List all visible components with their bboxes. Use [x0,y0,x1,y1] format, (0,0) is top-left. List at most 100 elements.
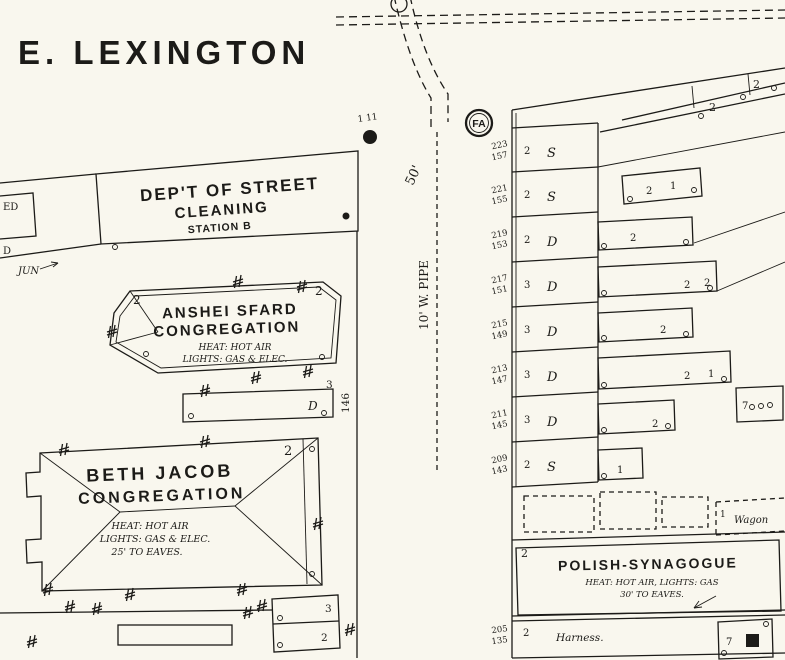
fire-alarm-box-symbol: FA [464,108,494,138]
row-number-new: 155 [491,194,509,207]
row-use: D [546,235,558,250]
row-number-old: 223 [491,139,509,152]
row-house-walls [511,122,599,488]
row-use: S [547,146,556,161]
bottom-left-yard: 3 2 [0,594,341,653]
rear-label: 2 [652,419,658,430]
row-number-old: 219 [491,228,509,241]
row-number-new: 151 [491,284,509,297]
building-polish-synagogue: 2 POLISH-SYNAGOGUE HEAT: HOT AIR, LIGHTS… [511,531,785,617]
street-cleaning-name-3: STATION B [187,220,252,236]
row-number-old: 211 [491,408,509,421]
harness-row: 205 135 2 Harness. 7 [491,614,785,660]
row-stories: 3 [524,415,530,426]
row-house-labels: 2 S 2 S 2 D 3 D 3 D 3 D 3 D 2 S [524,146,558,475]
row-use: D [546,325,558,340]
hatched-shed [117,624,233,646]
rear-label: 2 [630,233,636,244]
row-stories: 2 [524,146,530,157]
partial-label-ed: ED [3,202,18,213]
row-number-new: 145 [491,419,509,432]
row-number-old: 213 [491,363,509,376]
building-small-corner: 3 2 [271,594,341,653]
manhole-circle [390,0,408,13]
row-use: D [546,280,558,295]
row-use: D [546,415,558,430]
row-number-new: 147 [491,374,509,387]
dashed-sheds: 1 Wagon [523,491,785,536]
top-building-stories-a: 2 [709,101,716,114]
row-stories: 3 [524,280,530,291]
row-number-new: 149 [491,329,509,342]
street-cleaning-name-2: CLEANING [174,199,269,223]
corner-shed-stories: 7 [726,637,732,648]
anshei-stories-left: 2 [133,293,141,307]
black-dot-marker: 1 11 [357,112,378,144]
row-number-old: 209 [491,453,509,466]
row-number-old: 215 [491,318,509,331]
synagogue-name: POLISH-SYNAGOGUE [558,554,738,573]
beth-jacob-stories: 2 [284,444,292,459]
synagogue-note-heat: HEAT: HOT AIR, LIGHTS: GAS [584,578,718,588]
building-anshei-sfard: 2 2 ANSHEI SFARD CONGREGATION HEAT: HOT … [109,281,342,374]
anshei-name-1: ANSHEI SFARD [162,301,298,323]
anshei-stories-right: 2 [315,284,323,298]
house-number-pairs: 223 157 221 155 219 153 217 151 215 149 … [491,139,509,477]
row-stories: 2 [524,460,530,471]
row-use: S [547,190,556,205]
row-number-new: 143 [491,464,509,477]
rear-label: 2 [660,325,666,336]
row-number-old: 217 [491,273,509,286]
building-dwelling-d: D 3 [182,379,334,423]
rear-label: 1 [617,465,623,476]
right-block: 2 2 223 157 221 155 219 153 217 151 [491,67,785,660]
row-stories: 2 [524,235,530,246]
beth-jacob-name-1: BETH JACOB [86,460,234,485]
street-railway-tracks [335,0,785,130]
beth-jacob-note-lights: LIGHTS: GAS & ELEC. [99,534,211,545]
beth-jacob-note-heat: HEAT: HOT AIR [111,521,189,532]
row-stories: 3 [524,325,530,336]
rear-label: 1 [708,369,714,380]
partial-buildings-left-edge: ED D JUN [0,173,102,277]
rear-label: 2 [646,186,652,197]
synagogue-stories: 2 [521,547,528,560]
small-building-lower: 2 [321,632,328,644]
row-stories: 2 [524,190,530,201]
arrow-mark [693,595,717,609]
rear-label: 1 [670,181,676,192]
wagon-shed-stories: 1 [720,510,726,520]
partial-label-d: D [3,246,11,257]
rear-label: 2 [684,280,690,291]
dwelling-stories: 3 [326,379,333,391]
row-use: S [547,460,556,475]
row-number-new: 153 [491,239,509,252]
partial-label-jun: JUN [16,266,40,277]
pole-note: 1 11 [357,112,378,125]
top-building-stories-b: 2 [753,78,760,91]
anshei-name-2: CONGREGATION [153,318,301,340]
building-beth-jacob: 2 BETH JACOB CONGREGATION HEAT: HOT AIR … [25,437,323,592]
house-number-146: 146 [340,393,352,413]
corner-shed: 7 [717,618,774,660]
building-street-cleaning: DEP'T OF STREET CLEANING STATION B [95,150,359,245]
row-number-new: 157 [491,150,509,163]
window-markers [112,85,777,656]
anshei-note-heat: HEAT: HOT AIR [198,343,272,353]
rear-buildings: 2 1 2 2 2 2 2 1 7 2 1 [597,167,785,481]
harness-number-new: 135 [491,635,508,647]
left-block: ED D JUN DEP'T OF STREET CLEANING STATIO… [0,150,359,658]
street-name-lexington: E. LEXINGTON [18,34,310,71]
beth-jacob-note-eaves: 25' TO EAVES. [110,547,182,558]
harness-label: Harness. [555,632,604,644]
beth-jacob-name-2: CONGREGATION [78,485,246,508]
dwelling-letter: D [307,399,318,413]
row-use: D [546,370,558,385]
rear-label: 2 [684,371,690,382]
water-pipe: 10' W. PIPE [417,132,438,470]
top-right-buildings: 2 2 [597,73,785,168]
fire-alarm-label: FA [472,118,486,130]
block-top-boundary [511,67,785,111]
